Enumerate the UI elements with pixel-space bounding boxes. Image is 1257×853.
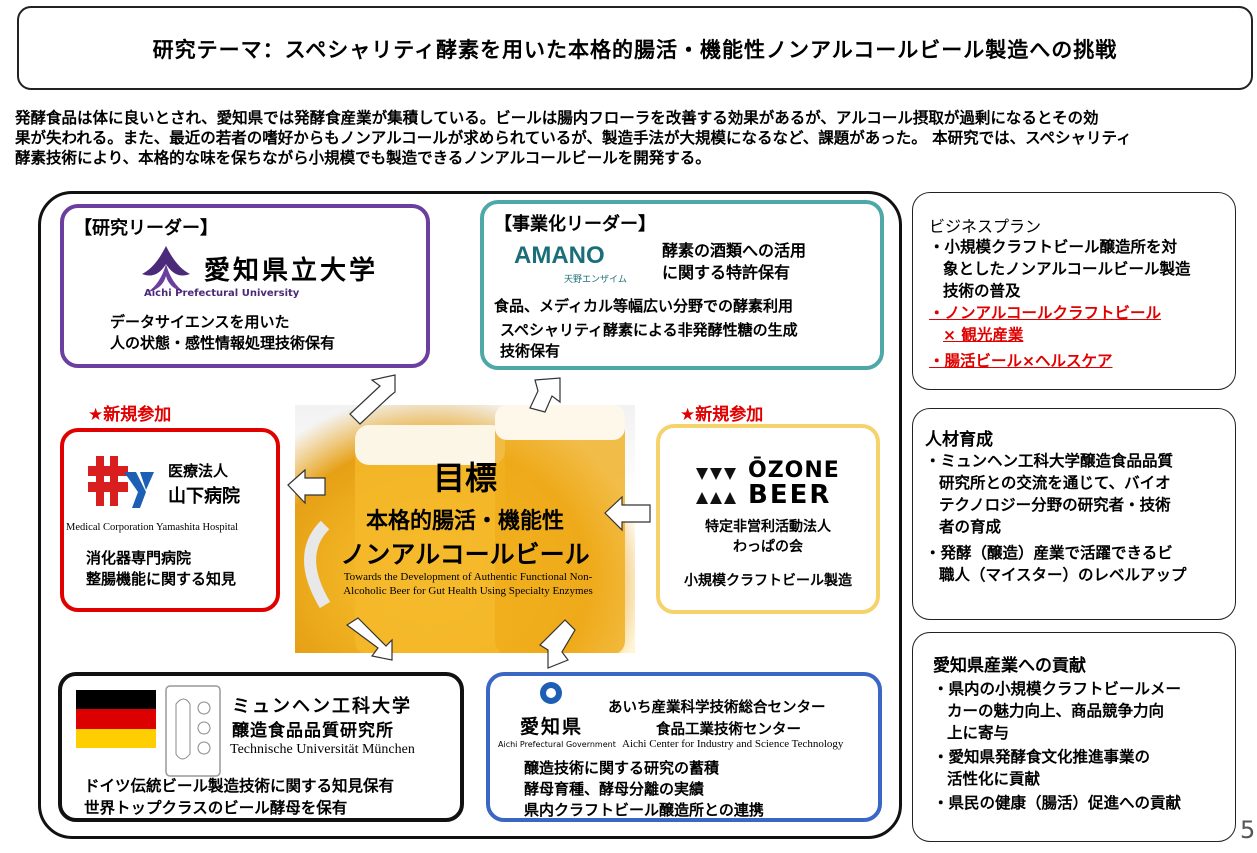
business-leader-line-3: 技術保有 — [500, 342, 561, 360]
ozone-logo-icon — [696, 468, 736, 504]
tum-name-en: Technische Universität München — [230, 742, 415, 757]
human-resources-line-5: ・発酵（醸造）産業で活躍できるビ — [925, 544, 1173, 562]
intro-paragraph: 発酵食品は体に良いとされ、愛知県では発酵食産業が集積している。ビールは腸内フロー… — [15, 108, 1251, 168]
goal-line-2: ノンアルコールビール — [340, 540, 590, 569]
germany-flag-icon — [76, 690, 156, 748]
goal-en-line-2: Alcoholic Beer for Gut Health Using Spec… — [343, 585, 593, 597]
aichi-center-card: 愛知県 Aichi Prefectural Government あいち産業科学… — [486, 672, 882, 822]
ozone-beer-card: ŌZONE BEER 特定非営利活動法人 わっぱの会 小規模クラフトビール製造 — [656, 424, 880, 614]
contribution-line-3: 上に寄与 — [947, 724, 1010, 742]
contribution-line-4: ・愛知県発酵食文化推進事業の — [933, 748, 1151, 766]
intro-line-3: 酵素技術により、本格的な味を保ちながら小規模でも製造できるノンアルコールビールを… — [15, 149, 711, 167]
business-plan-line-3: 技術の普及 — [943, 282, 1021, 300]
title-box: 研究テーマ：スペシャリティ酵素を用いた本格的腸活・機能性ノンアルコールビール製造… — [17, 6, 1253, 90]
contribution-line-6: ・県民の健康（腸活）促進への貢献 — [933, 794, 1182, 812]
human-resources-line-2: 研究所との交流を通じて、バイオ — [939, 474, 1171, 492]
hospital-name-1: 医療法人 — [168, 462, 229, 480]
goal-label: 目標 — [432, 459, 497, 497]
hospital-card: 医療法人 山下病院 Medical Corporation Yamashita … — [60, 428, 280, 612]
hospital-logo-icon — [88, 456, 154, 508]
arrow-icon — [604, 495, 651, 532]
beer-mugs-illustration — [304, 405, 625, 653]
tum-line-2: 世界トップクラスのビール酵母を保有 — [84, 799, 348, 817]
human-resources-line-3: テクノロジー分野の研究者・技術 — [939, 496, 1171, 514]
goal-english: Towards the Development of Authentic Fun… — [301, 570, 635, 598]
human-resources-line-4: 者の育成 — [939, 518, 1002, 536]
aichi-center-name-1: あいち産業科学技術総合センター — [608, 700, 826, 716]
business-plan-line-2: 象としたノンアルコールビール製造 — [943, 260, 1191, 278]
arrow-icon — [349, 374, 396, 425]
amano-logo: AMANO — [514, 242, 605, 269]
business-leader-card: 【事業化リーダー】 AMANO 天野エンザイム 酵素の酒類への活用 に関する特許… — [480, 200, 884, 370]
hospital-line-2: 整腸機能に関する知見 — [86, 570, 237, 588]
business-leader-header: 【事業化リーダー】 — [494, 214, 656, 235]
research-leader-card: 【研究リーダー】 愛知県立大学 Aichi Prefectural Univer… — [60, 204, 430, 368]
arrow-icon — [287, 468, 326, 505]
arrow-icon — [345, 617, 393, 661]
contribution-line-5: 活性化に貢献 — [947, 770, 1041, 788]
intro-line-1: 発酵食品は体に良いとされ、愛知県では発酵食産業が集積している。ビールは腸内フロー… — [15, 109, 1099, 127]
research-leader-line-1: データサイエンスを用いた — [110, 313, 290, 331]
hospital-line-1: 消化器専門病院 — [86, 549, 192, 567]
research-leader-line-2: 人の状態・感性情報処理技術保有 — [110, 334, 336, 352]
business-leader-side-1: 酵素の酒類への活用 — [662, 241, 807, 260]
business-plan-box: ビジネスプラン ・小規模クラフトビール醸造所を対 象としたノンアルコールビール製… — [912, 192, 1236, 390]
business-plan-line-1: ・小規模クラフトビール醸造所を対 — [929, 238, 1178, 256]
research-leader-org-en: Aichi Prefectural University — [144, 288, 300, 299]
university-emblem-icon — [142, 246, 190, 292]
tum-name-2: 醸造食品品質研究所 — [232, 721, 394, 741]
human-resources-box: 人材育成 ・ミュンヘン工科大学醸造食品品質 研究所との交流を通じて、バイオ テク… — [912, 408, 1236, 620]
aichi-pref-en: Aichi Prefectural Government — [498, 740, 616, 749]
page-title: 研究テーマ：スペシャリティ酵素を用いた本格的腸活・機能性ノンアルコールビール製造… — [152, 38, 1118, 62]
goal-en-line-1: Towards the Development of Authentic Fun… — [343, 571, 593, 583]
tum-name-1: ミュンヘン工科大学 — [232, 696, 412, 717]
tum-emblem-icon — [165, 685, 221, 777]
contribution-line-1: ・県内の小規模クラフトビールメー — [933, 680, 1182, 698]
tum-line-1: ドイツ伝統ビール製造技術に関する知見保有 — [84, 777, 395, 795]
ozone-line-1: 小規模クラフトビール製造 — [684, 573, 852, 589]
amano-logo-sub: 天野エンザイム — [564, 275, 627, 285]
ozone-org-1: 特定非営利活動法人 — [705, 519, 831, 535]
new-participant-label-left: ★新規参加 — [88, 405, 172, 425]
business-leader-line-2: スペシャリティ酵素による非発酵性糖の生成 — [500, 321, 798, 339]
arrow-icon — [529, 377, 561, 413]
aichi-line-2: 酵母育種、酵母分離の実績 — [524, 780, 705, 798]
human-resources-line-1: ・ミュンヘン工科大学醸造食品品質 — [925, 452, 1174, 470]
human-resources-line-6: 職人（マイスター）のレベルアップ — [939, 566, 1187, 584]
tum-card: ミュンヘン工科大学 醸造食品品質研究所 Technische Universit… — [58, 672, 464, 822]
aichi-center-en: Aichi Center for Industry and Science Te… — [622, 738, 844, 750]
goal-image: 目標 本格的腸活・機能性 ノンアルコールビール Towards the Deve… — [295, 405, 635, 653]
research-leader-header: 【研究リーダー】 — [74, 218, 218, 239]
hospital-name-en: Medical Corporation Yamashita Hospital — [66, 522, 239, 533]
ozone-logo-text-1: ŌZONE — [748, 458, 840, 483]
aichi-line-3: 県内クラフトビール醸造所との連携 — [524, 801, 764, 819]
aichi-center-name-2: 食品工業技術センター — [656, 722, 801, 738]
arrow-icon — [539, 619, 576, 669]
aichi-emblem-icon — [540, 682, 562, 704]
ozone-logo-text-2: BEER — [748, 480, 832, 510]
new-participant-label-right: ★新規参加 — [680, 405, 764, 425]
hospital-name-2: 山下病院 — [168, 486, 240, 507]
ozone-org-2: わっぱの会 — [733, 539, 803, 555]
goal-line-1: 本格的腸活・機能性 — [365, 509, 564, 534]
contribution-title: 愛知県産業への貢献 — [933, 656, 1086, 676]
business-plan-line-5: × 観光産業 — [943, 326, 1024, 344]
page-number: 5 — [1240, 816, 1256, 844]
consortium-frame — [38, 191, 902, 839]
business-plan-line-6: ・腸活ビール×ヘルスケア — [929, 352, 1113, 370]
business-leader-line-1: 食品、メディカル等幅広い分野での酵素利用 — [494, 297, 793, 315]
human-resources-title: 人材育成 — [925, 430, 993, 450]
contribution-box: 愛知県産業への貢献 ・県内の小規模クラフトビールメー カーの魅力向上、商品競争力… — [912, 632, 1236, 842]
business-plan-title: ビジネスプラン — [929, 217, 1042, 236]
contribution-line-2: カーの魅力向上、商品競争力向 — [947, 702, 1165, 720]
research-leader-org: 愛知県立大学 — [204, 256, 379, 286]
aichi-line-1: 醸造技術に関する研究の蓄積 — [524, 759, 720, 777]
business-leader-side-2: に関する特許保有 — [662, 263, 791, 282]
business-plan-line-4: ・ノンアルコールクラフトビール — [929, 304, 1162, 322]
intro-line-2: 果が失われる。また、最近の若者の嗜好からもノンアルコールが求められているが、製造… — [15, 129, 1132, 147]
aichi-pref-name: 愛知県 — [520, 716, 584, 738]
